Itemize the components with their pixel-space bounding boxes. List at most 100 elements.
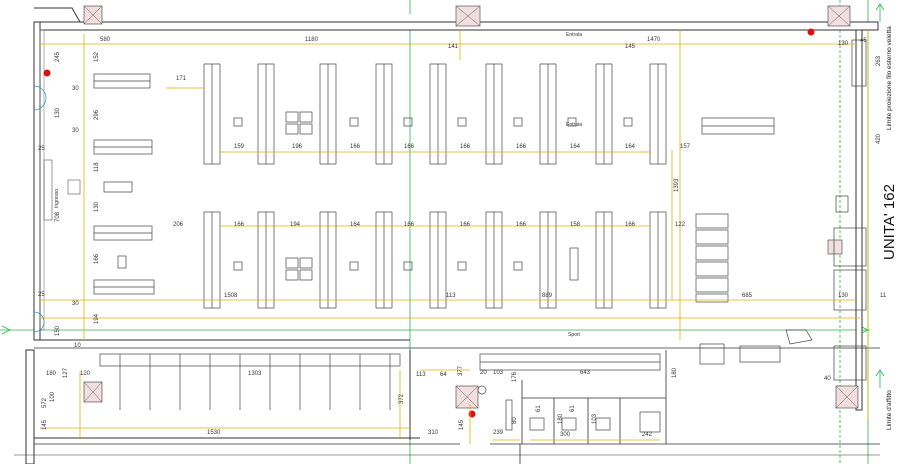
dim-left-13: 150	[55, 325, 61, 336]
dim-low-17: 145	[459, 419, 465, 430]
dim-left-2: 30	[72, 86, 79, 92]
dim-left-15: 10	[74, 343, 81, 349]
dim-left-5: 30	[72, 128, 79, 134]
dim-low-24: 103	[592, 413, 598, 424]
dim-low-10: 176	[512, 371, 518, 382]
dim-top-5: 130	[838, 41, 849, 47]
dim-low-16: 310	[428, 430, 439, 436]
storage-area-lower	[99, 350, 667, 444]
dim-low-9: 103	[493, 370, 504, 376]
label-entrance-left: Ingresso	[54, 189, 60, 208]
dimensions-bottom-row: 1508 113 889 685 130 11	[224, 293, 887, 299]
wall-shelving-left	[93, 73, 155, 295]
dim-b-5: 11	[880, 293, 887, 299]
section-arrow-icon	[875, 369, 885, 388]
dim-b-3: 685	[742, 293, 753, 299]
dim-top-1: 1180	[305, 37, 319, 43]
dim-r2-8: 166	[625, 222, 636, 228]
dim-right-1: 420	[876, 133, 882, 144]
label-entrance-mid: Entrata	[566, 122, 582, 128]
dim-left-3: 130	[55, 107, 61, 118]
dim-low-26: 40	[824, 376, 831, 382]
dim-low-20: 61	[536, 405, 542, 412]
dim-low-19: 80	[512, 417, 518, 424]
dim-low-4: 372	[399, 393, 405, 404]
dim-b-2: 889	[542, 293, 553, 299]
dim-r1-5: 166	[460, 144, 471, 150]
dim-left-0: 245	[55, 51, 61, 62]
gondola-row-lower	[203, 211, 729, 309]
dim-top-0: 580	[100, 37, 111, 43]
dim-left-12: 30	[72, 301, 79, 307]
label-sport: Sport	[568, 332, 581, 338]
dim-right-3: 180	[672, 367, 678, 378]
dim-r2-7: 158	[570, 222, 581, 228]
dim-r1-0: 171	[176, 76, 187, 82]
room-labels: Entrata Entrata Ingresso Sport	[54, 32, 582, 338]
dim-b-1: 113	[446, 293, 456, 299]
dim-low-18: 239	[493, 430, 504, 436]
dim-left-11: 25	[38, 292, 45, 298]
dim-low-23: 300	[560, 432, 571, 438]
grid-lines	[0, 0, 870, 464]
dim-low-3: 1303	[248, 371, 262, 377]
dim-right-2: 1393	[674, 178, 680, 192]
outer-walls	[14, 7, 880, 464]
dimensions-lower: 180 127 120 1303 372 113 64 377 20 103 1…	[42, 365, 831, 438]
dimensions-right: 263 420 1393 180	[672, 55, 882, 378]
dim-low-13: 100	[50, 391, 56, 402]
dim-low-22: 61	[570, 405, 576, 412]
dim-r1-3: 166	[350, 144, 361, 150]
dim-left-6: 25	[38, 146, 45, 152]
dim-r1-1: 159	[234, 144, 245, 150]
dim-b-0: 1508	[224, 293, 238, 299]
limit-projection-label: Limite proiezione filo esterno veletta	[886, 26, 893, 130]
dim-low-1: 127	[63, 367, 69, 378]
dim-low-0: 180	[46, 371, 57, 377]
label-entrance-top: Entrata	[566, 32, 582, 38]
dimensions-row2: 206 166 194 164 166 166 166 158 166 122	[173, 222, 686, 228]
unit-label: UNITA' 162	[881, 184, 898, 260]
dim-low-21: 180	[558, 413, 564, 424]
dim-left-7: 118	[94, 162, 100, 172]
dim-left-9: 130	[94, 201, 100, 212]
dim-r2-0: 206	[173, 222, 184, 228]
dim-r1-9: 157	[680, 144, 691, 150]
limit-rent-label: Limite d'affitto	[886, 390, 893, 430]
north-arrow-icon	[875, 3, 885, 22]
dim-r2-1: 166	[234, 222, 245, 228]
dimensions-row1: 171 159 196 166 166 166 166 164 164 157	[176, 76, 691, 150]
dim-left-10: 166	[94, 253, 100, 264]
dim-low-5: 113	[416, 372, 426, 378]
dim-r2-9: 122	[675, 222, 686, 228]
dim-low-25: 242	[642, 432, 653, 438]
dim-top-4: 1470	[647, 37, 661, 43]
dim-r1-2: 196	[292, 144, 303, 150]
dim-b-4: 130	[838, 293, 849, 299]
dim-low-14: 145	[42, 419, 48, 430]
structural-columns	[83, 5, 859, 409]
right-zone-fixtures	[699, 39, 867, 381]
dim-left-14: 194	[94, 313, 100, 324]
dim-r1-4: 166	[404, 144, 415, 150]
dim-r2-5: 166	[460, 222, 471, 228]
dim-r2-4: 166	[404, 222, 415, 228]
dim-r2-2: 194	[290, 222, 301, 228]
dim-left-1: 152	[94, 51, 100, 62]
dimension-lines	[40, 30, 869, 444]
dim-r1-8: 164	[625, 144, 636, 150]
dim-low-7: 377	[458, 365, 464, 376]
dim-r1-7: 164	[570, 144, 581, 150]
dim-low-12: 572	[42, 397, 48, 408]
dim-low-2: 120	[80, 371, 91, 377]
dim-r1-6: 166	[516, 144, 527, 150]
dim-r2-3: 164	[350, 222, 361, 228]
dim-low-8: 20	[480, 370, 487, 376]
dim-top-6: 45	[860, 38, 867, 44]
dim-left-4: 296	[94, 109, 100, 120]
dim-left-8: 708	[55, 211, 61, 222]
red-marker-icon	[43, 28, 815, 418]
dim-r2-6: 166	[516, 222, 527, 228]
dim-low-15: 1530	[207, 430, 221, 436]
